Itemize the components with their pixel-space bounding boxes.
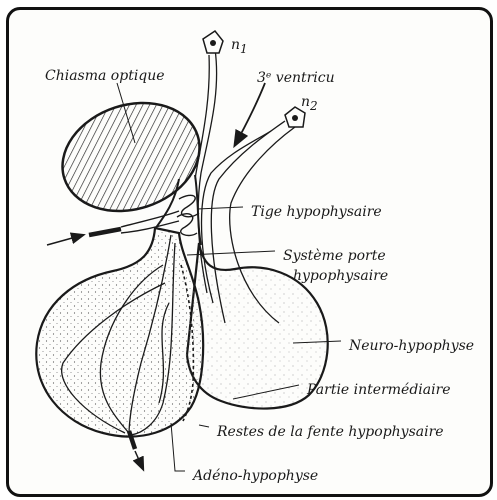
label-n1: n1 — [231, 37, 248, 57]
ventricle-arrow — [235, 83, 265, 145]
adenohypophysis-shape — [36, 228, 203, 437]
label-chiasma: Chiasma optique — [45, 68, 165, 84]
neuron-n1 — [203, 31, 223, 53]
label-ventricule: 3ᵉ ventricu — [257, 70, 335, 86]
label-porte-line2: hypophysaire — [293, 268, 388, 284]
label-neuro: Neuro-hypophyse — [349, 338, 474, 354]
figure-frame: Chiasma optique 3ᵉ ventricu n1 n2 Tige h… — [6, 7, 493, 497]
label-intermediaire: Partie intermédiaire — [307, 382, 451, 398]
label-porte-line1: Système porte — [283, 248, 386, 264]
outflow-arrow — [135, 451, 143, 469]
label-restes: Restes de la fente hypophysaire — [217, 424, 444, 440]
label-n2: n2 — [301, 94, 318, 114]
artery-arrow — [47, 235, 83, 245]
artery-segment — [89, 229, 121, 235]
chiasma-ellipse — [48, 86, 213, 228]
label-tige: Tige hypophysaire — [251, 204, 382, 220]
label-adeno: Adéno-hypophyse — [193, 468, 318, 484]
